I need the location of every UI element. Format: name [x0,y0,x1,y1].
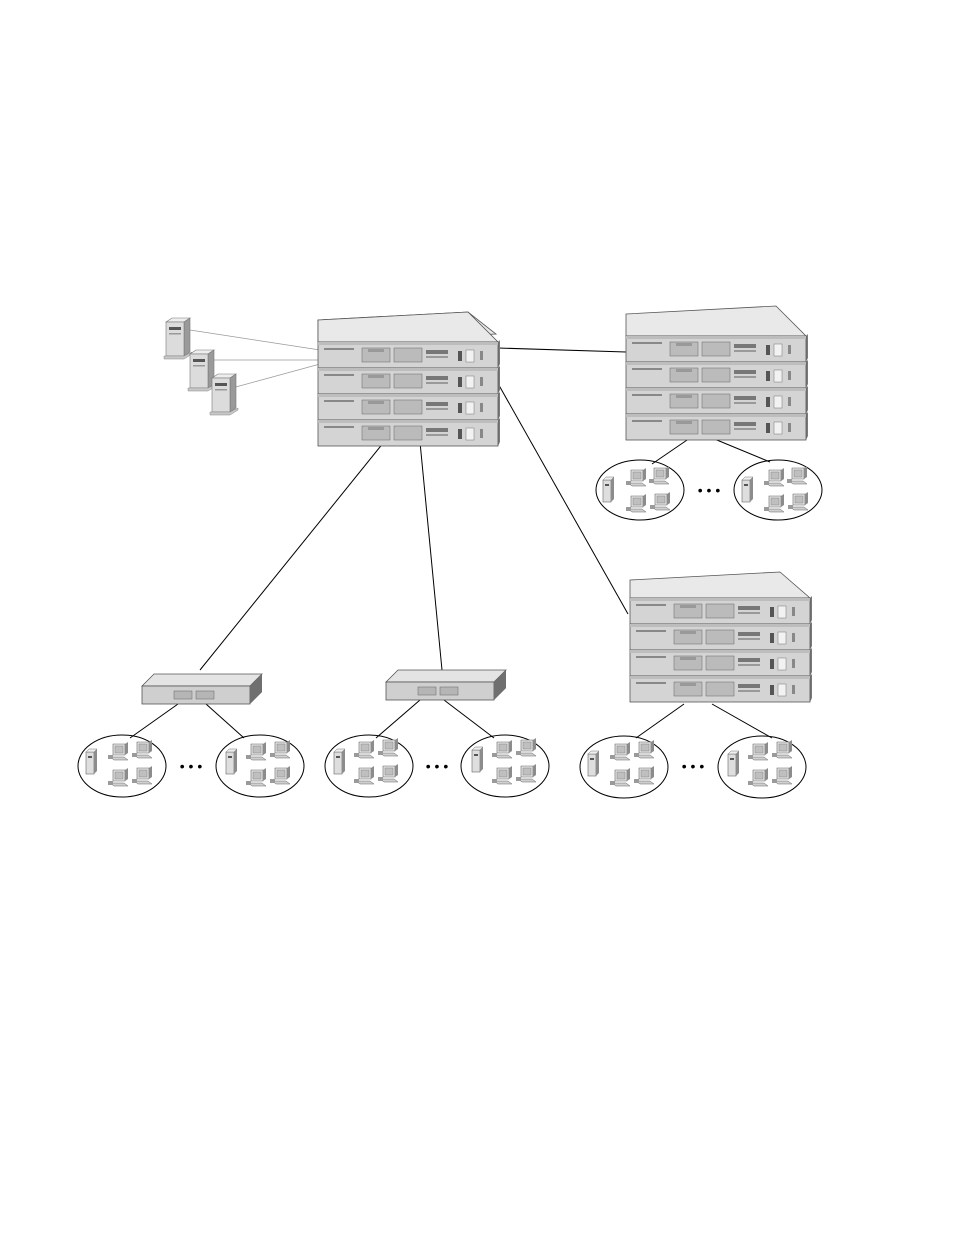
workstation-icon [132,766,152,784]
ellipsis: • • • [426,758,449,774]
server-icon [164,318,192,359]
workstation-icon [764,494,784,512]
workstation-icon [132,740,152,758]
workstation-icon [610,742,630,760]
workstation-icon [378,738,398,756]
server-icon [226,749,237,774]
server-icon [588,751,599,776]
server-icon [472,747,483,772]
workstation-icon [772,766,792,784]
server-icon [728,751,739,776]
server-icon [742,477,753,502]
workstation-icon [354,740,374,758]
workstation-icon [516,764,536,782]
workstation-icon [649,466,669,484]
workstation-icon [764,468,784,486]
server-icon [334,749,345,774]
workgroup-switch-left [142,674,262,704]
workstation-icon [270,766,290,784]
ellipsis: • • • [698,482,721,498]
switch-stack-right-top [626,306,808,440]
workstation-icon [626,494,646,512]
workstation-icon [492,766,512,784]
server-icon [210,374,238,415]
workstation-icon [610,768,630,786]
workstation-icon [378,764,398,782]
switch-stack-right-bottom [630,572,812,702]
server-icon [603,477,614,502]
workstation-icon [246,742,266,760]
workstation-icon [787,466,807,484]
workstation-icon [246,768,266,786]
switch-unit-4 [318,418,500,446]
workstation-icon [270,740,290,758]
workstation-icon [634,766,654,784]
workgroup-switch-middle [386,670,506,700]
workstation-icon [492,740,512,758]
server-icon [86,749,97,774]
switch-unit-2 [318,366,500,394]
workstation-icon [108,742,128,760]
ellipsis: • • • [682,758,705,774]
workstation-icon [748,768,768,786]
server-group [164,318,238,415]
workstation-icon [626,468,646,486]
workstation-icon [516,738,536,756]
switch-unit-3 [318,392,500,420]
switch-unit-1 [318,340,500,368]
core-switch-stack [318,312,500,446]
workstation-icon [634,740,654,758]
workstation-icon [748,742,768,760]
workstation-icon [772,740,792,758]
workstation-icon [788,492,808,510]
workstation-icon [354,766,374,784]
ellipsis: • • • [180,758,203,774]
workstation-icon [650,492,670,510]
workstation-icon [108,768,128,786]
